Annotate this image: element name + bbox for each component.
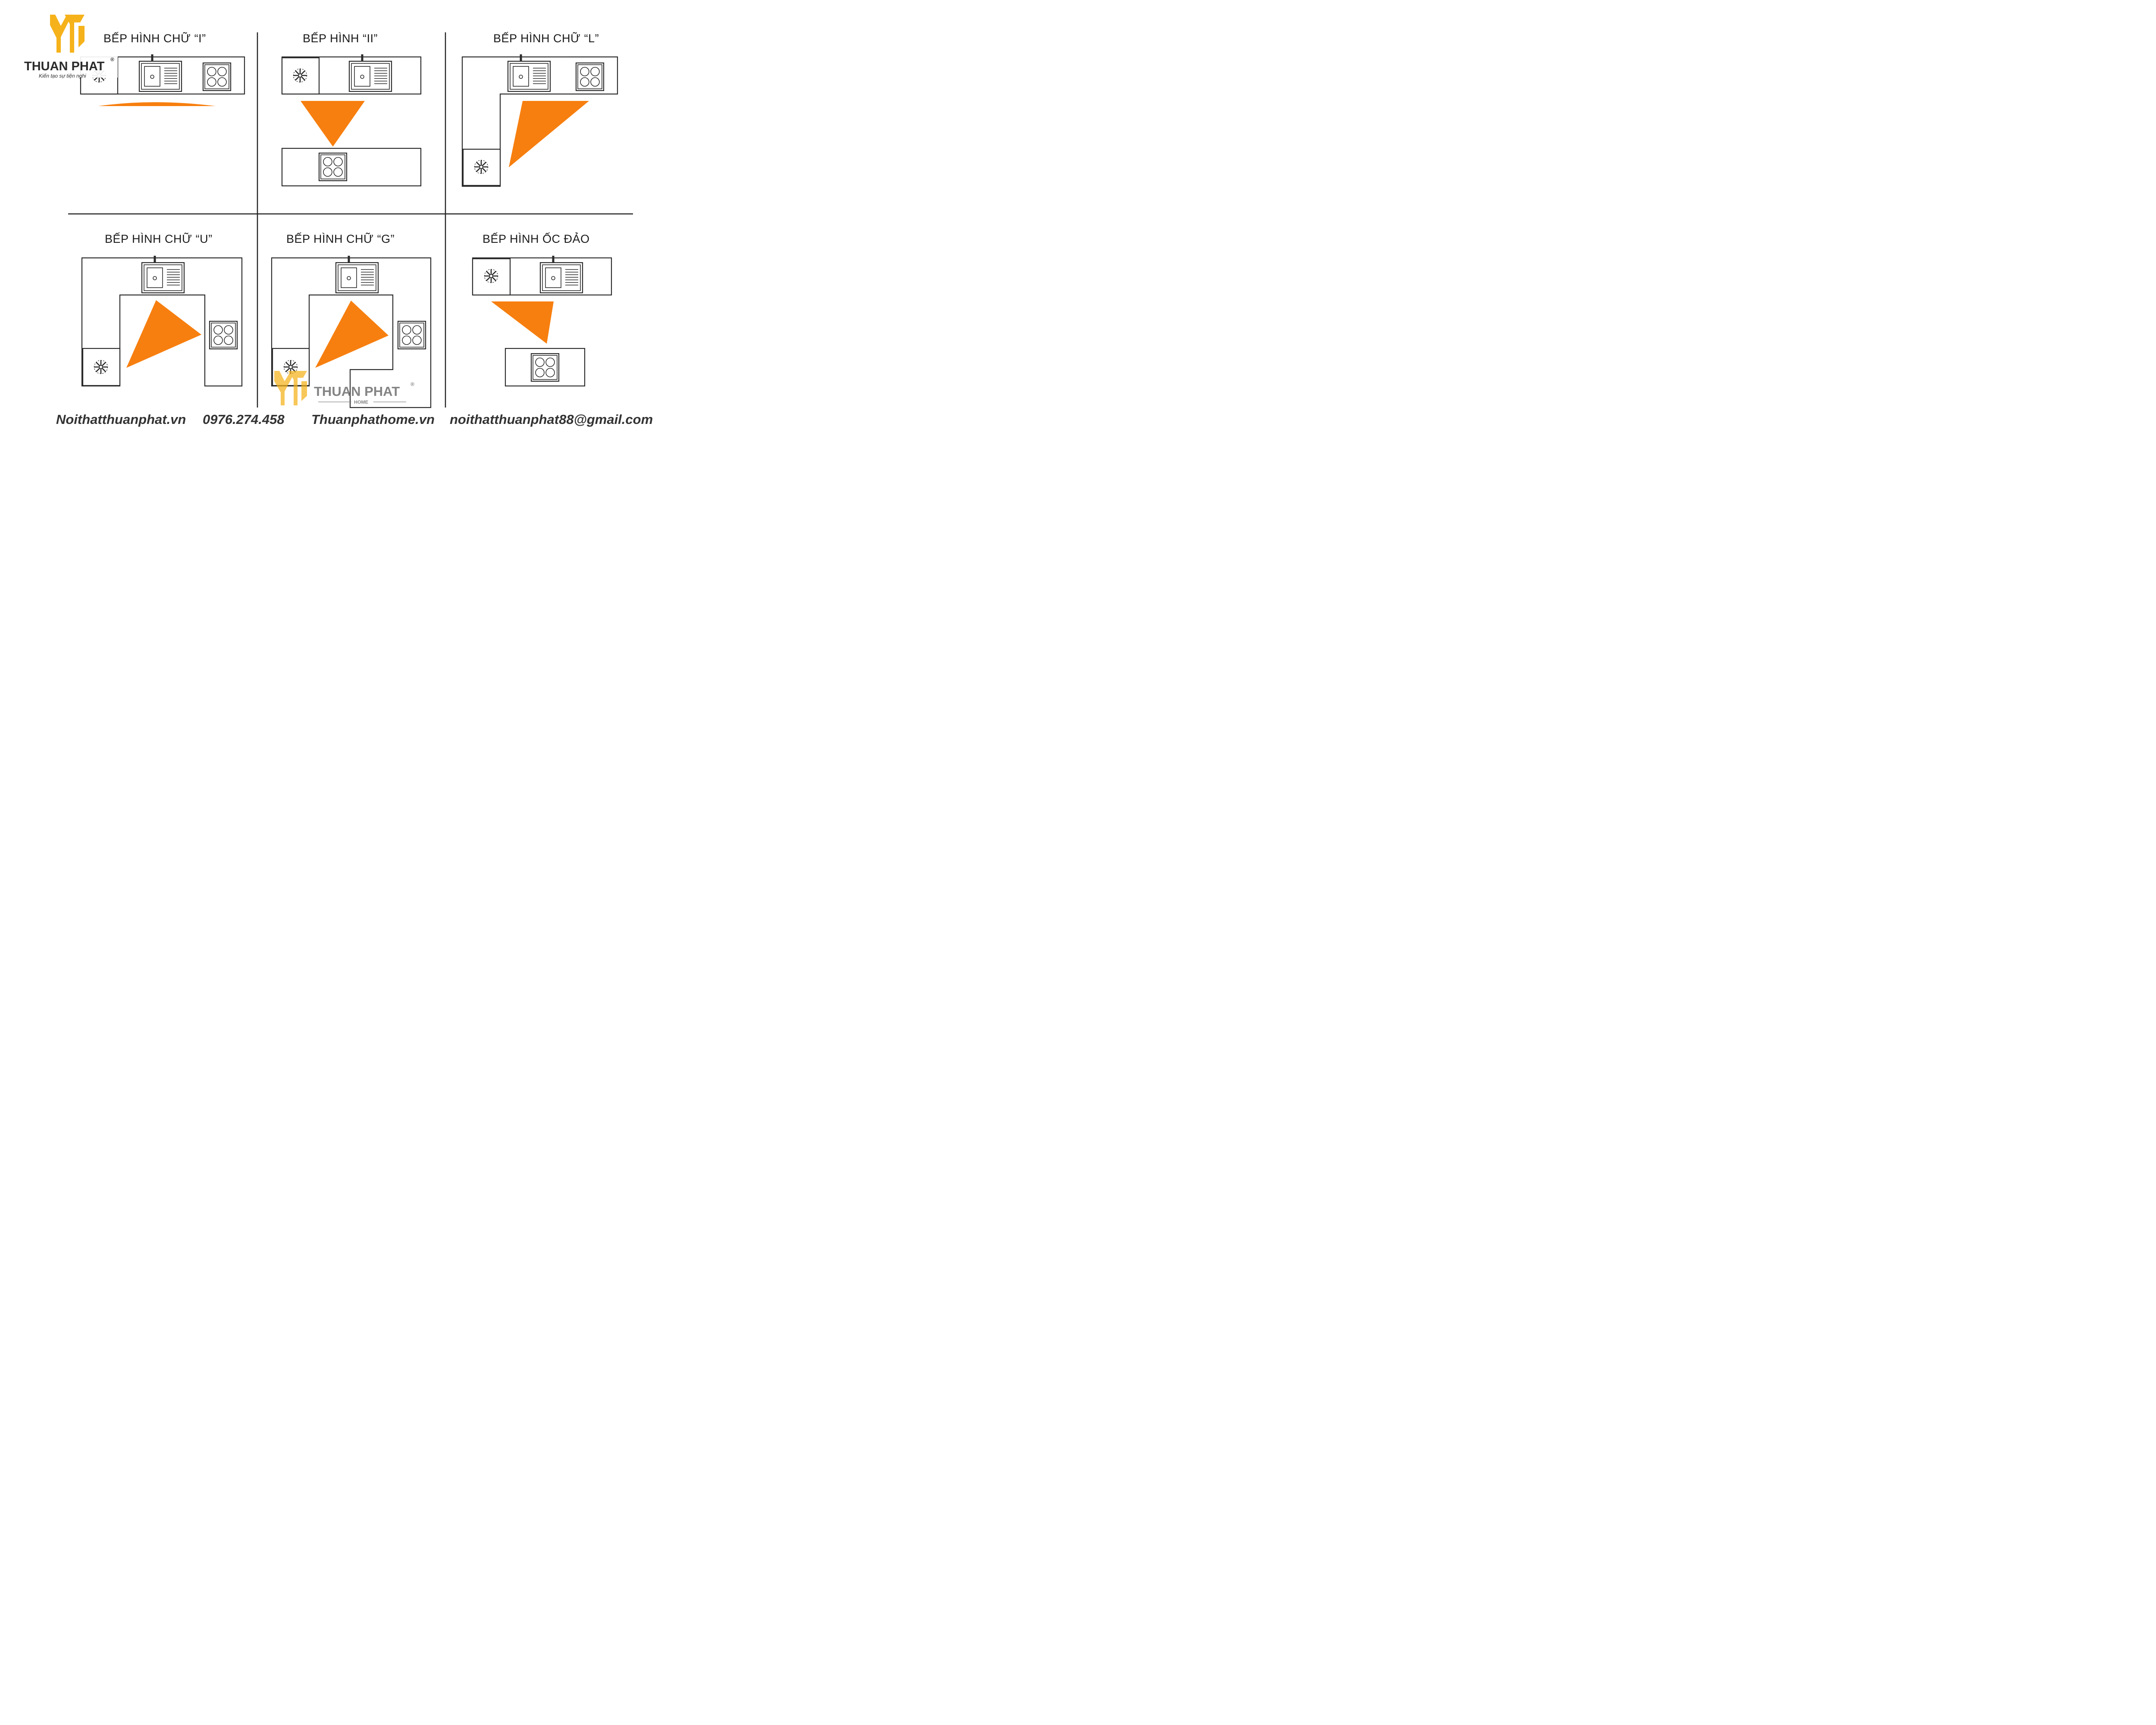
watermark-mark-icon xyxy=(274,371,307,405)
footer-website-2: Thuanphathome.vn xyxy=(311,412,435,427)
cooktop-icon xyxy=(202,62,232,91)
panel-title-i: BẾP HÌNH CHỮ “I” xyxy=(103,31,206,45)
logo-tagline: Kiến tạo sự tiện nghi xyxy=(39,73,86,79)
work-triangle-l xyxy=(509,101,589,167)
counter-ii-bottom xyxy=(281,147,422,187)
logo-mark-icon xyxy=(50,15,85,53)
panel-ii-shape: BẾP HÌNH “II” xyxy=(281,31,422,187)
watermark: THUAN PHAT ® HOME xyxy=(274,371,414,405)
panel-l-shape: BẾP HÌNH CHỮ “L” xyxy=(461,31,618,187)
fridge-ii xyxy=(281,57,320,95)
cooktop-icon xyxy=(530,353,560,382)
panel-title-g: BẾP HÌNH CHỮ “G” xyxy=(286,232,395,245)
footer-phone: 0976.274.458 xyxy=(203,412,285,427)
watermark-sub: HOME xyxy=(354,400,368,405)
watermark-name: THUAN PHAT xyxy=(314,384,400,399)
footer-contacts: Noithatthuanphat.vn 0976.274.458 Thuanph… xyxy=(56,412,653,427)
cooktop-icon xyxy=(209,320,238,350)
cooktop-icon xyxy=(575,62,605,91)
fridge-l xyxy=(462,148,501,186)
logo-name: THUAN PHAT xyxy=(24,60,105,73)
fridge-island xyxy=(472,258,511,296)
panel-island: BẾP HÌNH ỐC ĐẢO xyxy=(472,232,612,387)
work-triangle-g xyxy=(315,301,389,368)
panel-title-u: BẾP HÌNH CHỮ “U” xyxy=(105,232,213,245)
watermark-registered: ® xyxy=(411,381,414,387)
panel-title-ii: BẾP HÌNH “II” xyxy=(303,31,378,45)
work-triangle-i xyxy=(98,102,216,106)
footer-email: noithatthuanphat88@gmail.com xyxy=(450,412,653,427)
panel-u-shape: BẾP HÌNH CHỮ “U” xyxy=(81,232,243,387)
work-triangle-u xyxy=(126,300,201,368)
kitchen-layouts-diagram: BẾP HÌNH CHỮ “I” BẾP HÌNH “II” BẾP HÌNH … xyxy=(24,15,653,427)
cooktop-icon xyxy=(318,152,348,182)
footer-website-1: Noithatthuanphat.vn xyxy=(56,412,186,427)
work-triangle-island xyxy=(491,301,554,344)
work-triangle-ii xyxy=(301,101,365,147)
cooktop-icon xyxy=(397,320,426,350)
brand-logo: THUAN PHAT ® Kiến tạo sự tiện nghi xyxy=(24,15,118,79)
panel-title-island: BẾP HÌNH ỐC ĐẢO xyxy=(483,232,590,245)
panel-title-l: BẾP HÌNH CHỮ “L” xyxy=(493,31,599,45)
logo-registered: ® xyxy=(110,56,114,63)
fridge-u xyxy=(82,348,121,386)
